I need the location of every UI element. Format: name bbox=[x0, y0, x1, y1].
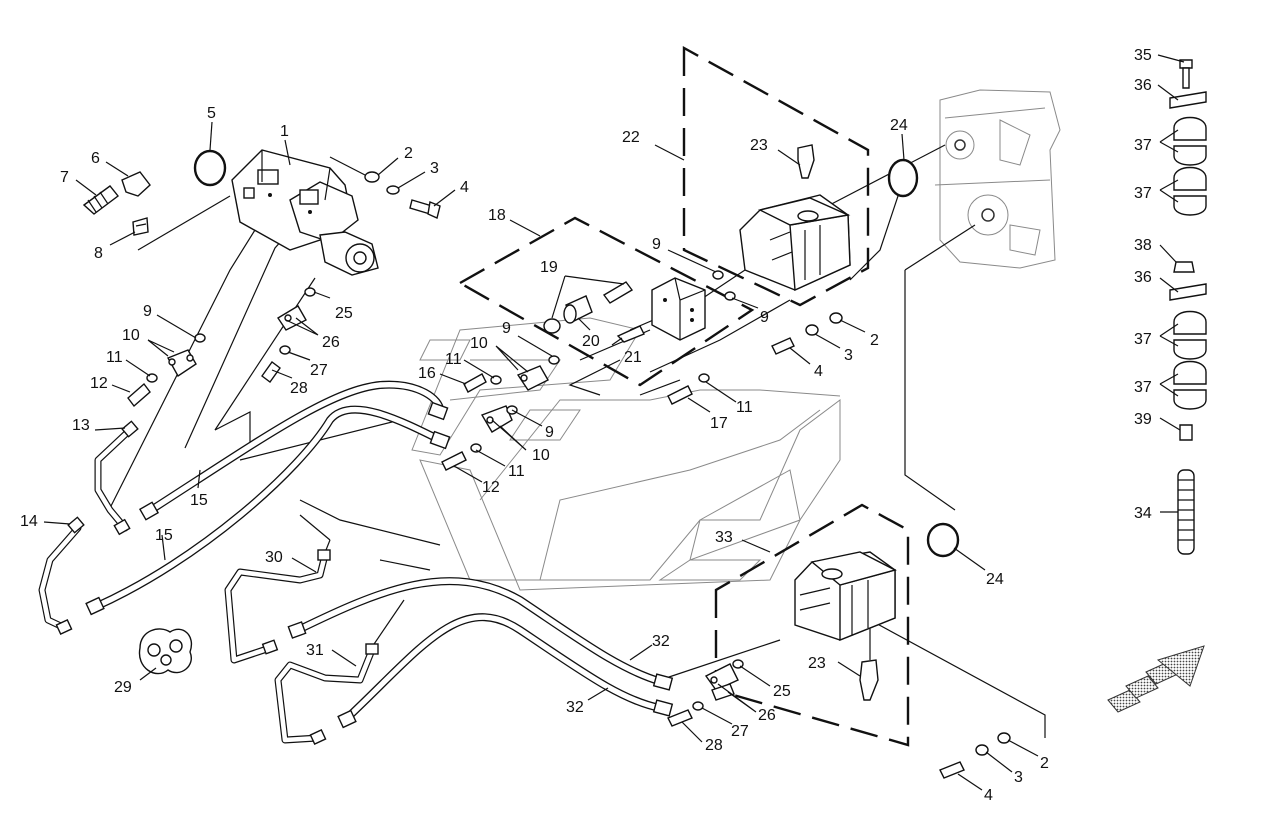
callout-28: 28 bbox=[705, 737, 723, 754]
callout-4: 4 bbox=[460, 179, 469, 196]
hoses bbox=[91, 380, 666, 724]
callout-8: 8 bbox=[94, 245, 103, 262]
callout-32: 32 bbox=[566, 699, 584, 716]
callout-3: 3 bbox=[844, 347, 853, 364]
callout-2: 2 bbox=[404, 145, 413, 162]
callout-31: 31 bbox=[306, 642, 324, 659]
callout-25: 25 bbox=[773, 683, 791, 700]
callout-6: 6 bbox=[91, 150, 100, 167]
callout-16: 16 bbox=[418, 365, 436, 382]
o-ring-24-top bbox=[887, 158, 919, 198]
group-box-18 bbox=[457, 216, 755, 387]
callout-14: 14 bbox=[20, 513, 38, 530]
flanges bbox=[167, 305, 739, 701]
callout-26: 26 bbox=[758, 707, 776, 724]
direction-arrow-icon bbox=[1107, 645, 1205, 713]
o-ring-24-bottom bbox=[926, 522, 960, 558]
bolts bbox=[127, 199, 965, 779]
transmission-housing bbox=[934, 89, 1061, 269]
o-ring-5 bbox=[193, 149, 227, 187]
callout-24: 24 bbox=[890, 117, 908, 134]
callout-9: 9 bbox=[545, 424, 554, 441]
callout-9: 9 bbox=[502, 320, 511, 337]
callout-21: 21 bbox=[624, 349, 642, 366]
callout-11: 11 bbox=[445, 351, 462, 368]
callout-7: 7 bbox=[60, 169, 69, 186]
fittings bbox=[55, 401, 674, 745]
callout-15: 15 bbox=[155, 527, 173, 544]
callout-10: 10 bbox=[122, 327, 140, 344]
callout-28: 28 bbox=[290, 380, 308, 397]
callout-3: 3 bbox=[430, 160, 439, 177]
callout-37: 37 bbox=[1134, 331, 1152, 348]
callout-27: 27 bbox=[310, 362, 328, 379]
callout-11: 11 bbox=[736, 399, 753, 416]
callout-23: 23 bbox=[808, 655, 826, 672]
callout-15: 15 bbox=[190, 492, 208, 509]
callout-37: 37 bbox=[1134, 137, 1152, 154]
callout-9: 9 bbox=[760, 309, 769, 326]
callout-9: 9 bbox=[652, 236, 661, 253]
callout-25: 25 bbox=[335, 305, 353, 322]
callout-22: 22 bbox=[622, 129, 640, 146]
valve-block-22 bbox=[739, 144, 851, 292]
callout-36: 36 bbox=[1134, 269, 1152, 286]
callout-12: 12 bbox=[482, 479, 500, 496]
callout-11: 11 bbox=[106, 349, 123, 366]
callout-9: 9 bbox=[143, 303, 152, 320]
callout-labels: 1 2 3 4 5 6 7 8 9 10 11 12 13 14 15 15 1… bbox=[20, 47, 1152, 804]
callout-11: 11 bbox=[508, 463, 525, 480]
callout-10: 10 bbox=[532, 447, 550, 464]
callout-29: 29 bbox=[114, 679, 132, 696]
rigid-pipes bbox=[38, 426, 376, 744]
callout-32: 32 bbox=[652, 633, 670, 650]
valve-block-18 bbox=[651, 277, 706, 341]
valve-block-33 bbox=[794, 551, 897, 701]
callout-18: 18 bbox=[488, 207, 506, 224]
callout-37: 37 bbox=[1134, 379, 1152, 396]
callout-2: 2 bbox=[870, 332, 879, 349]
callout-2: 2 bbox=[1040, 755, 1049, 772]
callout-33: 33 bbox=[715, 529, 733, 546]
callout-23: 23 bbox=[750, 137, 768, 154]
washers bbox=[146, 171, 1011, 756]
callout-34: 34 bbox=[1134, 505, 1152, 522]
callout-35: 35 bbox=[1134, 47, 1152, 64]
callout-3: 3 bbox=[1014, 769, 1023, 786]
callout-30: 30 bbox=[265, 549, 283, 566]
elbow-fitting-group bbox=[82, 171, 151, 236]
label-leaders bbox=[43, 54, 1185, 791]
callout-24: 24 bbox=[986, 571, 1004, 588]
callout-19: 19 bbox=[540, 259, 558, 276]
plate-29 bbox=[138, 628, 193, 675]
main-valve-assembly bbox=[231, 149, 379, 276]
right-column-parts bbox=[1169, 59, 1207, 555]
callout-38: 38 bbox=[1134, 237, 1152, 254]
callout-1: 1 bbox=[280, 123, 289, 140]
callout-39: 39 bbox=[1134, 411, 1152, 428]
callout-17: 17 bbox=[710, 415, 728, 432]
group-box-22 bbox=[682, 45, 870, 307]
callout-12: 12 bbox=[90, 375, 108, 392]
cartridge-parts bbox=[543, 281, 645, 343]
callout-4: 4 bbox=[984, 787, 993, 804]
callout-26: 26 bbox=[322, 334, 340, 351]
callout-37: 37 bbox=[1134, 185, 1152, 202]
callout-36: 36 bbox=[1134, 77, 1152, 94]
callout-5: 5 bbox=[207, 105, 216, 122]
callout-27: 27 bbox=[731, 723, 749, 740]
callout-20: 20 bbox=[582, 333, 600, 350]
callout-10: 10 bbox=[470, 335, 488, 352]
callout-13: 13 bbox=[72, 417, 90, 434]
callout-4: 4 bbox=[814, 363, 823, 380]
